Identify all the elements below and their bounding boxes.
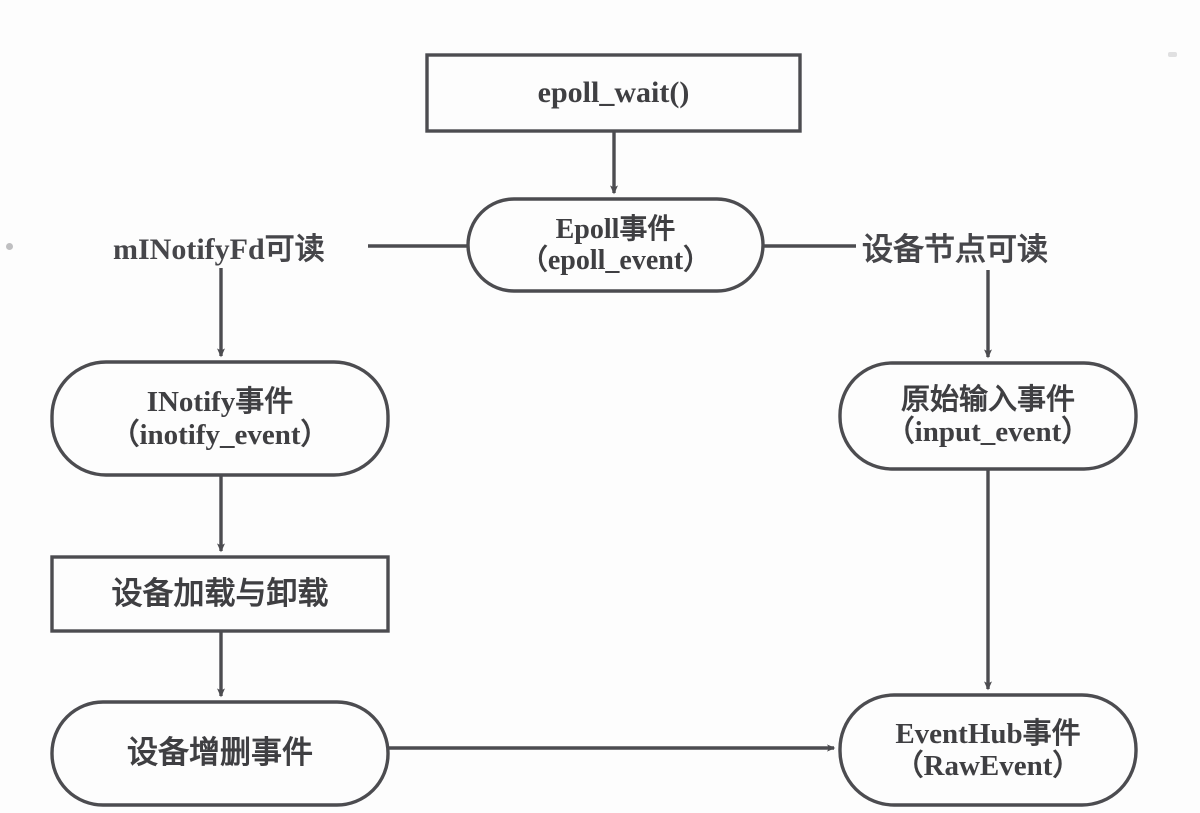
node-eventhub-event (838, 693, 1138, 807)
node-epoll-event (466, 197, 765, 293)
scan-speck-left (6, 243, 13, 250)
edge-label-device-node-readable: 设备节点可读 (862, 232, 1048, 267)
node-epoll-wait (425, 53, 802, 133)
edge-label-minotifyfd-readable: mINotifyFd可读 (113, 233, 325, 266)
node-input-event (838, 361, 1138, 471)
scan-speck-top-right (1168, 52, 1177, 57)
node-inotify-event (50, 360, 390, 477)
node-device-load-unload (50, 555, 390, 633)
node-device-add-remove (50, 700, 390, 807)
